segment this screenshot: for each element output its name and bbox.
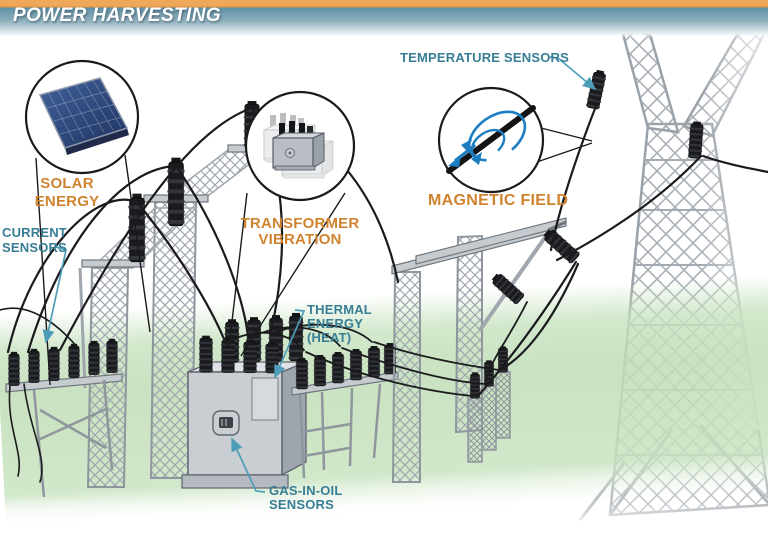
current-sensor-insulator bbox=[105, 338, 119, 374]
thermal-energy-leader bbox=[274, 309, 306, 379]
transformer-vibration-label: TRANSFORMER VIBRATION bbox=[240, 215, 360, 248]
current-sensor-insulator bbox=[27, 348, 41, 384]
temperature-sensors-leader bbox=[549, 56, 597, 91]
current-sensors-label: CURRENT SENSORS bbox=[2, 225, 67, 255]
gas-in-oil-leader bbox=[231, 437, 266, 493]
callout-lines bbox=[35, 127, 593, 386]
current-sensor-rack bbox=[5, 267, 123, 498]
solar-panel-icon bbox=[38, 77, 129, 155]
transformer-bushing bbox=[242, 339, 258, 374]
bottom-fade bbox=[0, 496, 768, 536]
transformer-vibration-callout bbox=[244, 90, 356, 202]
transformer-bushing bbox=[287, 312, 305, 362]
current-sensors-leader bbox=[42, 246, 67, 344]
magnetic-field-label: MAGNETIC FIELD bbox=[428, 192, 569, 209]
magnetic-field-loops-icon bbox=[446, 105, 536, 174]
transformer-bushing bbox=[220, 337, 236, 374]
transformer-bushing bbox=[198, 335, 214, 373]
magnetic-field-callout bbox=[437, 86, 545, 194]
title-banner bbox=[0, 0, 768, 38]
solar-energy-label: SOLAR ENERGY bbox=[34, 175, 100, 210]
transformer-bushing bbox=[264, 341, 280, 374]
switch-structure bbox=[291, 371, 399, 479]
switch-bushing bbox=[295, 357, 309, 390]
power-transformer bbox=[181, 361, 307, 489]
page-title: POWER HARVESTING bbox=[13, 5, 222, 26]
gas-in-oil-sensor bbox=[212, 410, 240, 436]
tower-insulator bbox=[585, 68, 608, 111]
label-leaders bbox=[42, 56, 597, 493]
gas-in-oil-sensors-label: GAS-IN-OIL SENSORS bbox=[269, 483, 343, 512]
current-sensor-insulator bbox=[7, 351, 21, 387]
thermal-energy-label: THERMAL ENERGY (HEAT) bbox=[307, 302, 372, 345]
current-sensor-insulator bbox=[87, 340, 101, 376]
solar-callout bbox=[24, 59, 140, 175]
current-sensor-insulator bbox=[67, 343, 81, 379]
temperature-sensors-label: TEMPERATURE SENSORS bbox=[400, 50, 569, 65]
